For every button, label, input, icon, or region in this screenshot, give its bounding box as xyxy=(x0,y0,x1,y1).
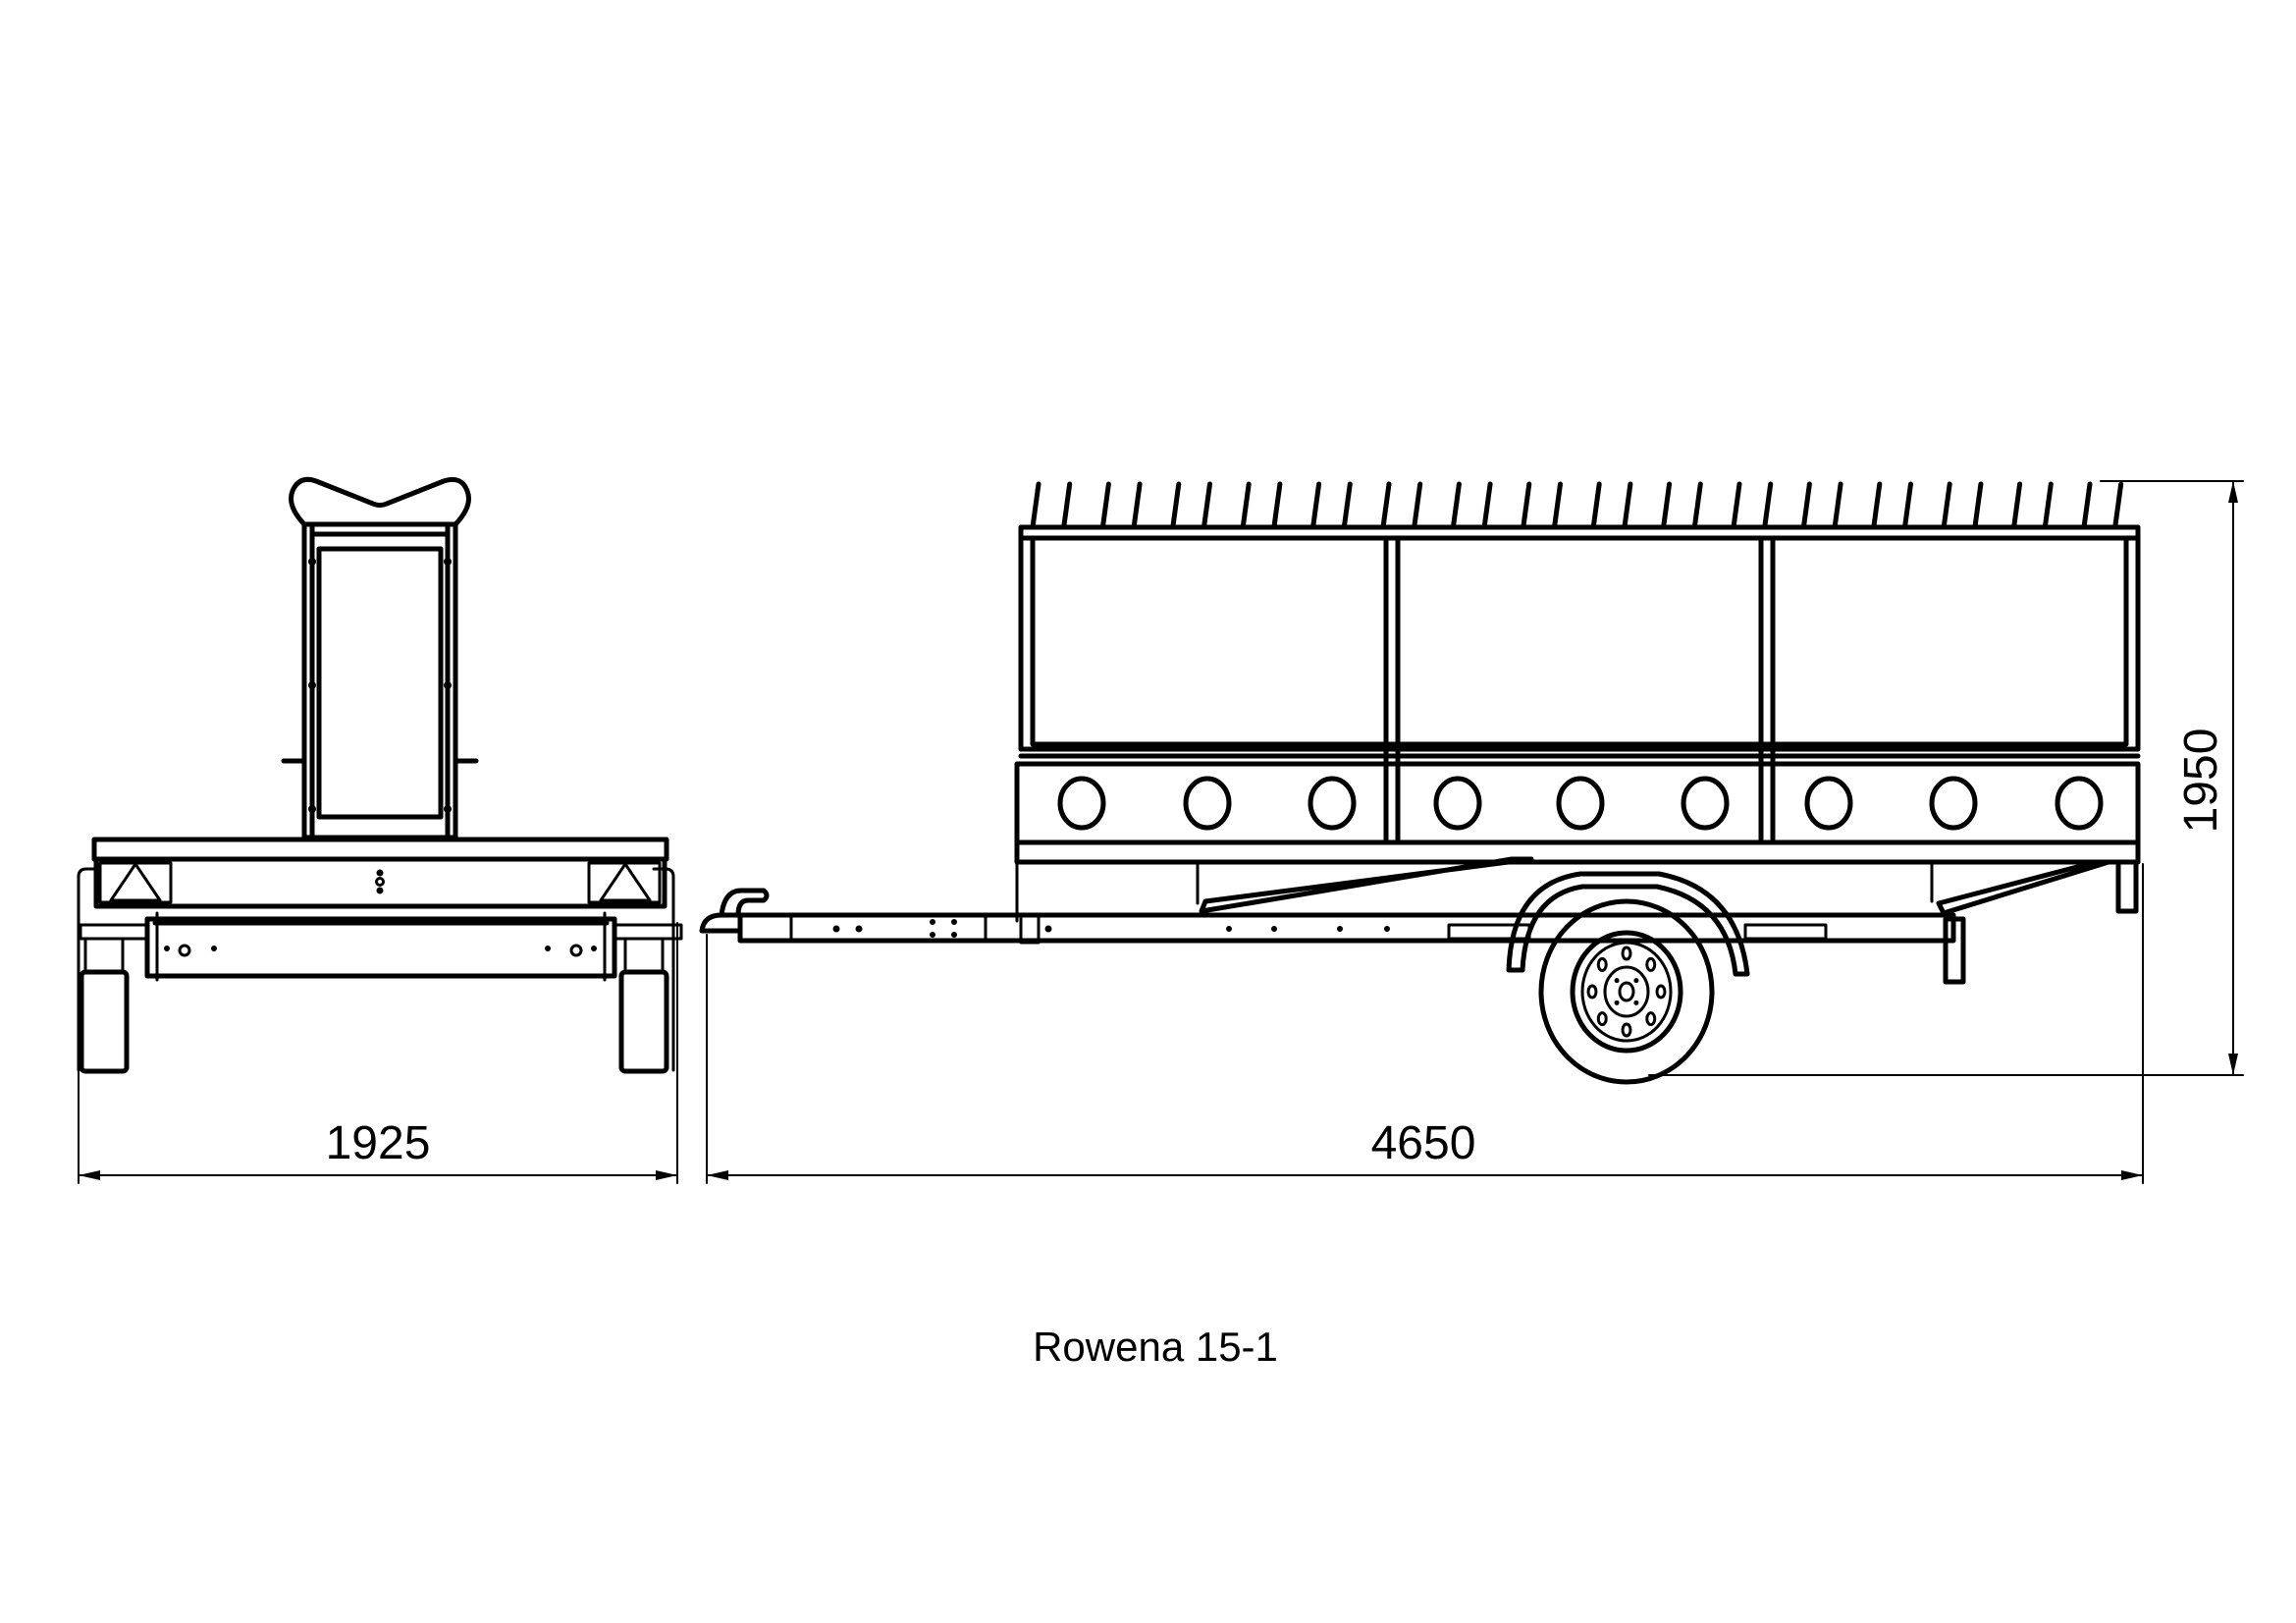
side-wheel xyxy=(1538,898,1715,1085)
rear-mudguard-right xyxy=(652,867,675,1072)
hoop-tip xyxy=(2011,481,2023,530)
hoop-tip xyxy=(1099,481,1111,530)
hoop-tip xyxy=(1871,481,1883,530)
rear-wheel-right xyxy=(618,969,669,1074)
hoop-tip xyxy=(1552,481,1563,530)
rear-v-shaped-support xyxy=(289,476,471,527)
height-dimension-label: 1950 xyxy=(2175,729,2227,834)
reflector-triangle-right-icon xyxy=(599,862,652,902)
hoop-tip xyxy=(1061,481,1073,530)
hoop-tip xyxy=(1412,481,1423,530)
hoop-tip xyxy=(1380,481,1392,530)
side-board-hole xyxy=(1433,776,1482,831)
hoop-tip xyxy=(1240,481,1252,530)
wheel-lug xyxy=(1596,1011,1608,1027)
hoop-tip xyxy=(1030,481,1041,530)
rear-frame-outer xyxy=(301,521,458,840)
hoop-tip xyxy=(2081,481,2093,530)
hoop-tip xyxy=(2112,481,2124,530)
side-board-hole xyxy=(1556,776,1605,831)
wheel-lug xyxy=(1645,1011,1657,1027)
hoop-tip xyxy=(1170,481,1182,530)
fender xyxy=(1506,871,1750,977)
hoop-tip xyxy=(1902,481,1913,530)
hoop-tip xyxy=(1310,481,1322,530)
hoop-tip xyxy=(1622,481,1633,530)
hoop-tip xyxy=(1481,481,1493,530)
rear-deck xyxy=(91,837,669,862)
wheel-bolt xyxy=(1633,978,1639,984)
rear-strut xyxy=(1936,859,2111,916)
hoop-tip xyxy=(1341,481,1353,530)
wheel-lug xyxy=(1586,984,1598,1000)
hoop-tip xyxy=(1131,481,1143,530)
wheel-lug xyxy=(1645,956,1657,972)
hoop-tip xyxy=(1941,481,1952,530)
side-view xyxy=(699,481,2141,1085)
hoop-tip xyxy=(1691,481,1703,530)
rear-light-left xyxy=(98,861,173,904)
wheel-bolt xyxy=(1633,1000,1639,1005)
side-board-hole xyxy=(1929,776,1978,831)
wheel-lug xyxy=(1621,946,1632,961)
canopy-frame xyxy=(1018,535,2141,752)
side-board-holes xyxy=(1057,776,2104,831)
dimensions: 1925 4650 1950 xyxy=(78,480,2244,1184)
hoop-tip xyxy=(1271,481,1283,530)
hoop-tip xyxy=(1800,481,1812,530)
hoop-tip xyxy=(1731,481,1742,530)
front-strut xyxy=(1199,856,1534,914)
width-dimension-label: 1925 xyxy=(326,1117,431,1169)
hoop-tip xyxy=(1762,481,1774,530)
hoop-tip xyxy=(1661,481,1673,530)
rear-light-right xyxy=(587,861,662,904)
side-board-hole xyxy=(1681,776,1730,831)
rear-wheel-left xyxy=(79,969,130,1074)
canopy-hoop-tips xyxy=(1030,481,2124,530)
hoop-tip xyxy=(1521,481,1532,530)
rear-axle-beam xyxy=(144,916,617,979)
reflector-triangle-left-icon xyxy=(109,862,162,902)
rear-post xyxy=(2115,859,2139,914)
side-board-hole xyxy=(2055,776,2104,831)
wheel-bolt xyxy=(1614,978,1620,984)
wheel-lug xyxy=(1621,1022,1632,1038)
drawbar xyxy=(737,912,1956,944)
hoop-tip xyxy=(1201,481,1212,530)
wheel-bolt xyxy=(1614,1000,1620,1005)
floor-rail xyxy=(1014,839,2141,865)
hoop-tip xyxy=(1450,481,1462,530)
hoop-tip xyxy=(1590,481,1602,530)
hoop-tip xyxy=(1832,481,1843,530)
rear-lower-box xyxy=(93,856,667,909)
coupling-handle xyxy=(719,888,770,918)
canopy-dividers xyxy=(1383,535,1776,845)
rear-frame-inner xyxy=(316,546,444,820)
rear-view xyxy=(77,476,683,1074)
rear-mudguard-left xyxy=(77,867,100,1072)
wheel-lug xyxy=(1596,956,1608,972)
side-board-hole xyxy=(1308,776,1357,831)
side-board-hole xyxy=(1183,776,1232,831)
wheel-lug xyxy=(1655,984,1667,1000)
side-board-hole xyxy=(1057,776,1106,831)
drawing-title: Rowena 15-1 xyxy=(1033,1324,1278,1370)
hoop-tip xyxy=(1972,481,1984,530)
length-dimension-label: 4650 xyxy=(1371,1117,1476,1169)
jockey-leg xyxy=(1943,916,1966,985)
side-board-hole xyxy=(1804,776,1853,831)
hoop-tip xyxy=(2042,481,2054,530)
